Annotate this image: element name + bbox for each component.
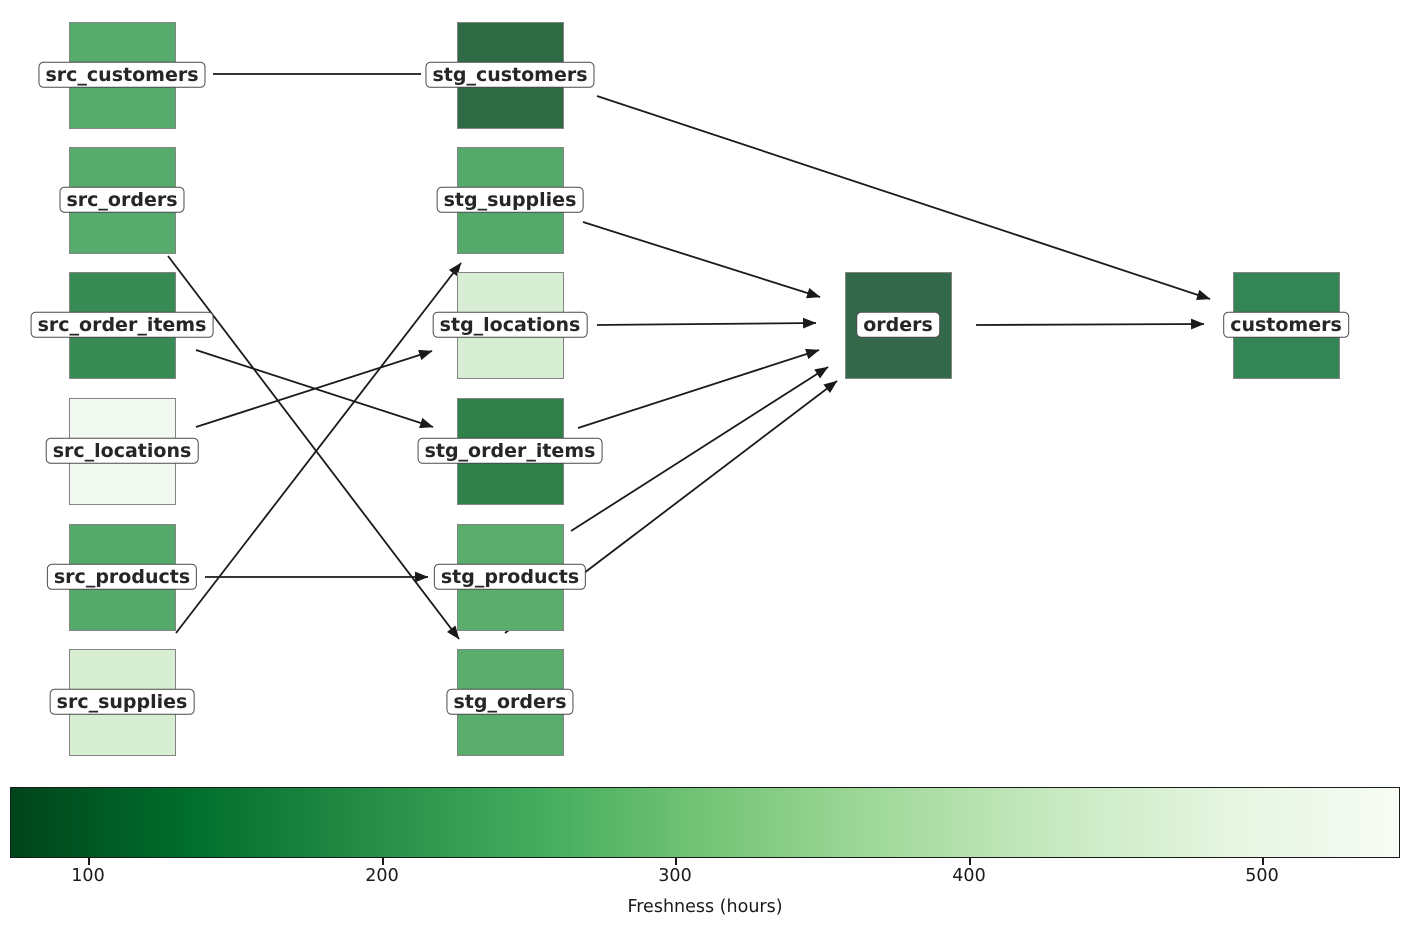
edge-src_orders-to-stg_orders [167,255,460,640]
colorbar-tick-mark-400 [969,858,971,865]
colorbar-tick-label-200: 200 [365,866,399,886]
colorbar-tick-label-100: 100 [71,866,105,886]
colorbar-tick-label-500: 500 [1245,866,1279,886]
colorbar-tick-mark-300 [675,858,677,865]
node-stg_locations-label: stg_locations [432,311,588,339]
node-src_customers-label: src_customers [38,61,206,89]
node-stg_orders-label: stg_orders [446,688,574,716]
colorbar-tick-mark-500 [1262,858,1264,865]
node-stg_supplies-label: stg_supplies [436,186,584,214]
colorbar-tick-mark-200 [382,858,384,865]
colorbar-tick-label-400: 400 [952,866,986,886]
colorbar-tick-mark-100 [88,858,90,865]
node-stg_order_items-label: stg_order_items [417,437,603,465]
edge-stg_order_items-to-orders [577,348,820,429]
colorbar-axis-label: Freshness (hours) [627,897,783,917]
edge-src_locations-to-stg_locations [195,349,433,428]
edge-stg_products-to-orders [570,366,829,532]
node-src_orders-label: src_orders [59,186,185,214]
node-src_order_items-label: src_order_items [30,311,214,339]
node-stg_customers-label: stg_customers [425,61,595,89]
node-stg_products-label: stg_products [433,563,587,591]
colorbar-tick-label-300: 300 [658,866,692,886]
colorbar-gradient [10,787,1400,858]
edge-stg_supplies-to-orders [582,221,821,299]
edge-orders-to-customers [975,318,1205,330]
edge-src_supplies-to-stg_supplies [175,262,462,634]
node-src_supplies-label: src_supplies [49,688,195,716]
node-src_products-label: src_products [46,563,198,591]
node-orders-label: orders [856,311,940,339]
edge-stg_customers-to-customers [596,95,1211,301]
edge-stg_locations-to-orders [596,317,817,329]
node-customers-label: customers [1223,311,1349,339]
node-src_locations-label: src_locations [45,437,199,465]
